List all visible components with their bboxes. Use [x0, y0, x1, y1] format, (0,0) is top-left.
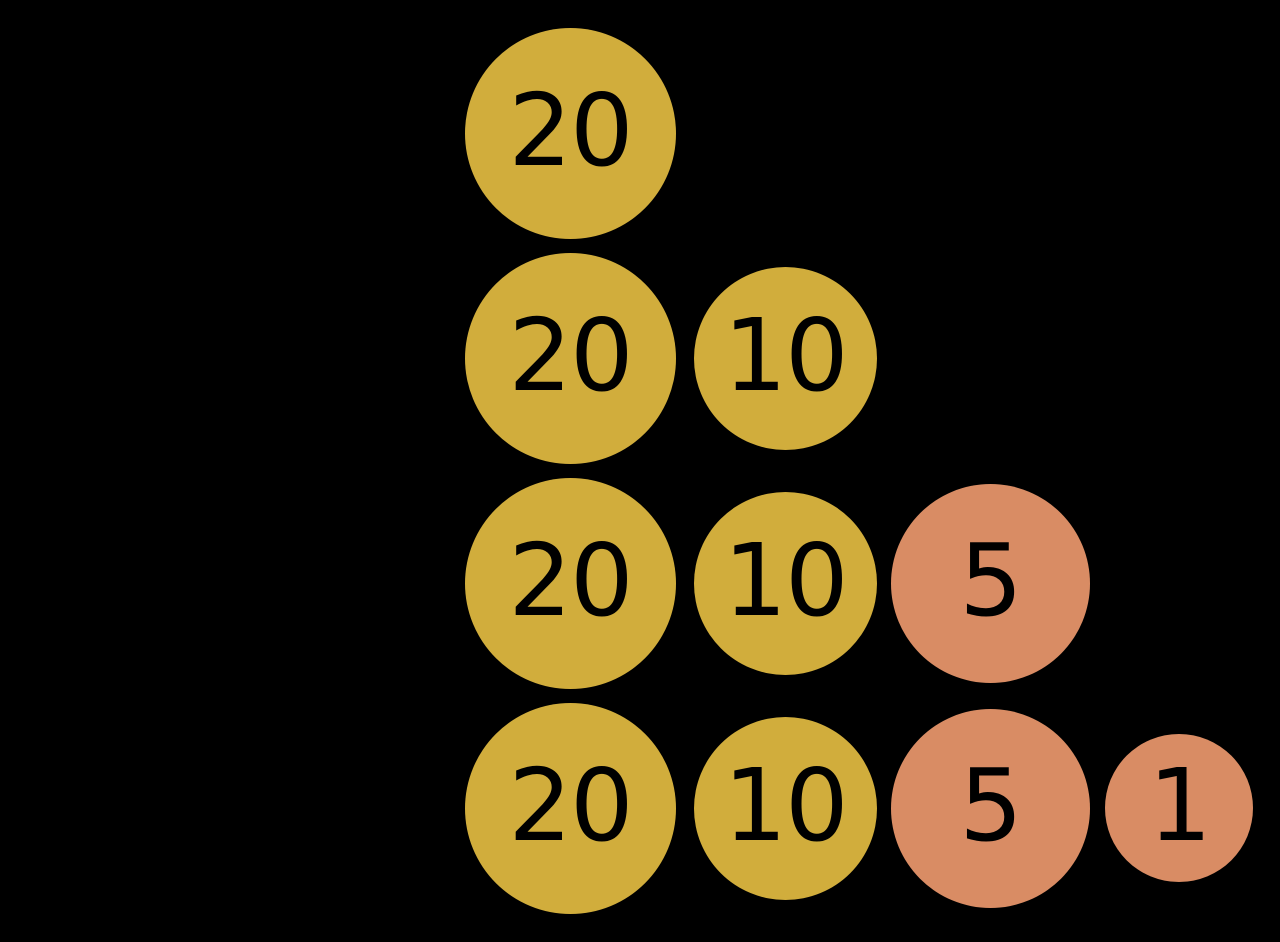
coin-20-row-2: 20 [464, 252, 676, 464]
coin-value: 1 [1148, 747, 1212, 864]
coin-value: 20 [508, 747, 633, 864]
coin-value: 5 [959, 522, 1023, 639]
coin-20-row-1: 20 [464, 27, 676, 239]
coin-value: 20 [508, 72, 633, 189]
coin-value: 10 [723, 747, 848, 864]
coin-value: 20 [508, 297, 633, 414]
coin-value: 10 [723, 297, 848, 414]
coin-value: 20 [508, 522, 633, 639]
coin-20-row-4: 20 [464, 702, 676, 914]
coin-20-row-3: 20 [464, 477, 676, 689]
coin-10-row-2: 10 [693, 266, 877, 450]
coin-10-row-4: 10 [693, 716, 877, 900]
coin-value: 5 [959, 747, 1023, 864]
coin-value: 10 [723, 522, 848, 639]
coin-10-row-3: 10 [693, 491, 877, 675]
coin-5-row-3: 5 [890, 483, 1090, 683]
coin-5-row-4: 5 [890, 708, 1090, 908]
coin-1-row-4: 1 [1105, 734, 1253, 882]
